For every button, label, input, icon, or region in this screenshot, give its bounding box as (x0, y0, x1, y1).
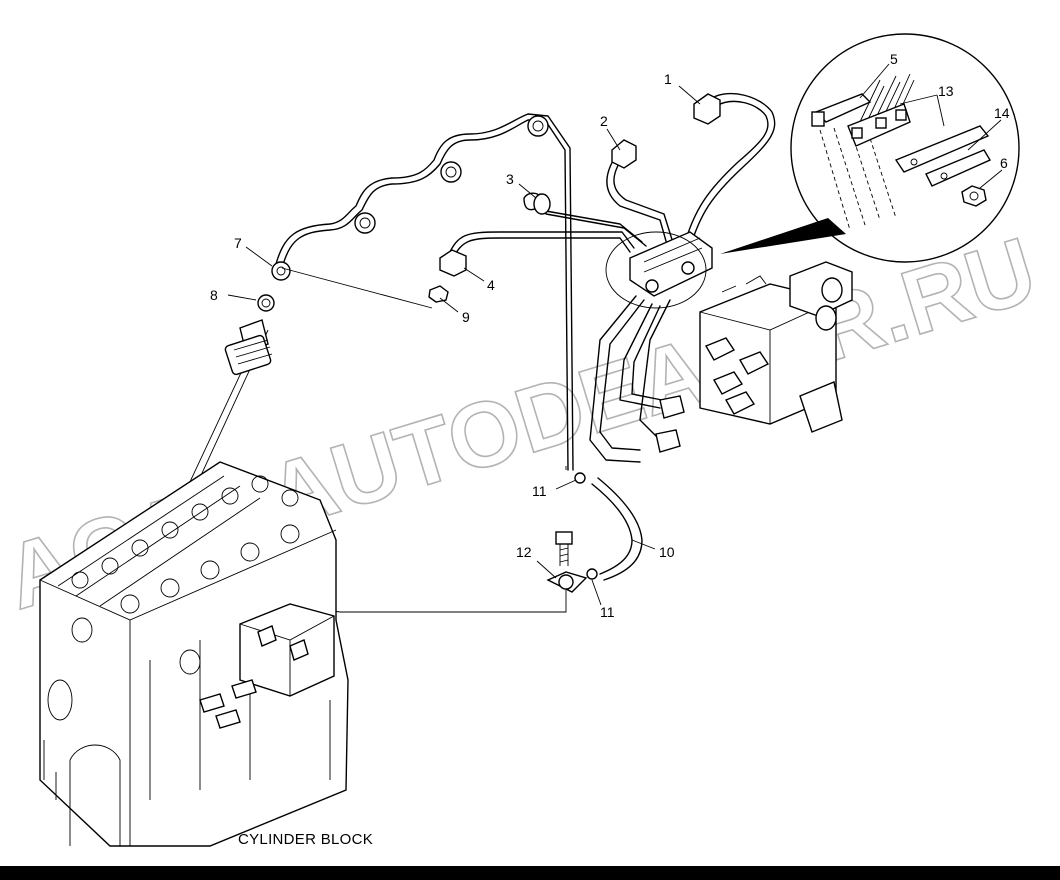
callout-1: 1 (664, 71, 672, 87)
callout-4: 4 (487, 277, 495, 293)
callout-5: 5 (890, 51, 898, 67)
detail-inset (720, 33, 1020, 263)
head-ports (71, 475, 300, 614)
return-hose (574, 472, 643, 581)
injection-pipe-1 (683, 92, 776, 249)
callout-8: 8 (210, 287, 218, 303)
callout-11-lower: 11 (600, 604, 615, 620)
callout-12: 12 (516, 544, 532, 560)
pipe-nut (428, 285, 449, 303)
callout-10: 10 (659, 544, 675, 560)
pump-feed-pipes (589, 295, 671, 463)
callout-14: 14 (994, 105, 1010, 121)
leader-lines (227, 63, 1003, 606)
callout-13: 13 (938, 83, 954, 99)
injection-pipe-3 (523, 192, 647, 247)
cylinder-block-caption: CYLINDER BLOCK (238, 831, 373, 848)
injection-pipe-long (271, 113, 574, 471)
leader-line-9 (281, 267, 433, 309)
pipe-clamp-assembly (605, 231, 713, 309)
injection-pipe-4 (439, 231, 635, 277)
callout-11-upper: 11 (532, 483, 547, 499)
callout-6: 6 (1000, 155, 1008, 171)
bottom-black-bar (0, 866, 1060, 880)
callout-7: 7 (234, 235, 242, 251)
injector (224, 294, 275, 376)
detail-pointer (720, 218, 846, 254)
callout-2: 2 (600, 113, 608, 129)
callout-3: 3 (506, 171, 514, 187)
callouts: 1 2 3 4 5 6 7 8 9 10 11 11 12 13 14 (210, 51, 1010, 620)
banjo-fitting (546, 531, 588, 593)
cylinder-block (39, 461, 349, 847)
callout-9: 9 (462, 309, 470, 325)
injection-pump (655, 261, 853, 453)
